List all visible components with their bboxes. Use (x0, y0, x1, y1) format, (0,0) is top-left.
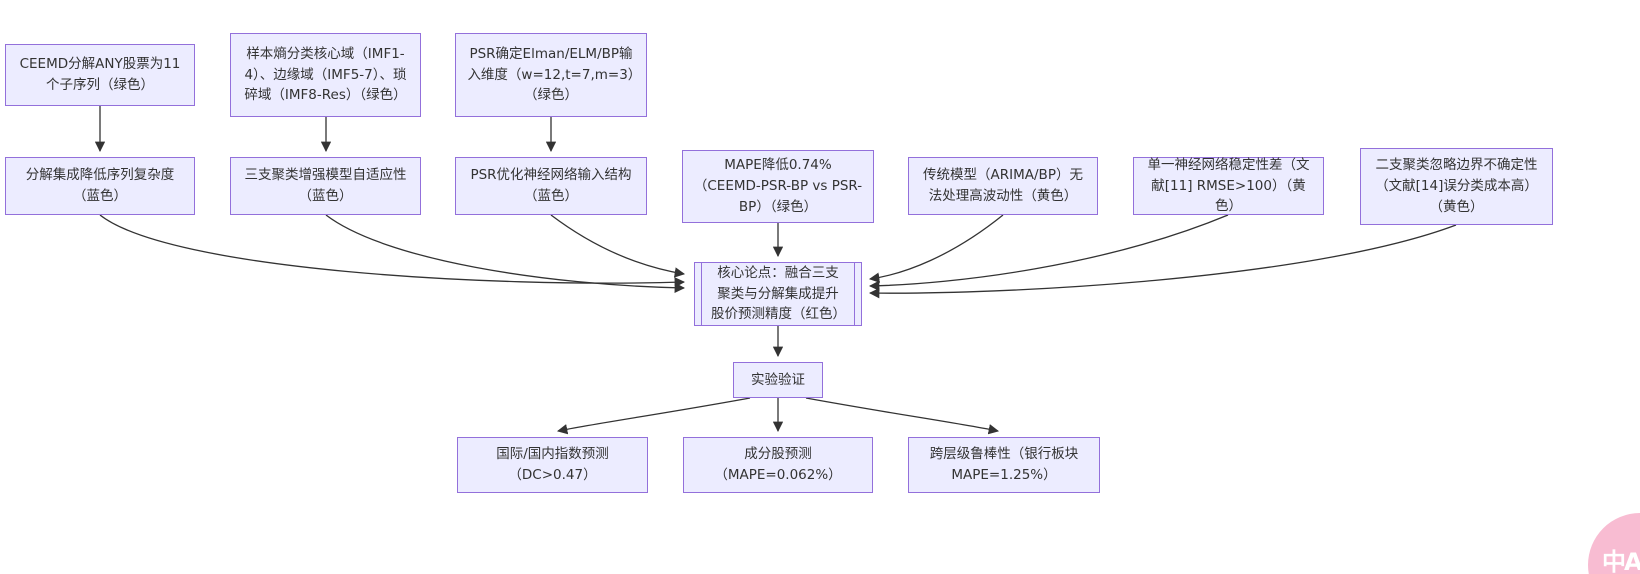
node-experiment: 实验验证 (733, 362, 823, 398)
edge-twoway-core (868, 224, 1457, 299)
node-decomp: 分解集成降低序列复杂度（蓝色） (5, 157, 195, 215)
node-component-pred: 成分股预测（MAPE=0.062%） (683, 437, 873, 493)
node-index-pred: 国际/国内指数预测（DC>0.47） (457, 437, 648, 493)
edge-experiment-robust (805, 397, 1000, 435)
edge-threeway-core (325, 214, 686, 293)
node-ceemd: CEEMD分解ANY股票为11个子序列（绿色） (5, 44, 195, 106)
edge-psropt-core (550, 214, 686, 278)
node-single-nn: 单一神经网络稳定性差（文献[11] RMSE>100）（黄色） (1133, 157, 1324, 215)
node-core-thesis: 核心论点：融合三支聚类与分解集成提升股价预测精度（红色） (694, 262, 862, 326)
edge-experiment-index (556, 397, 751, 435)
node-two-way: 二支聚类忽略边界不确定性（文献[14]误分类成本高）（黄色） (1360, 148, 1553, 225)
edge-singlenn-core (868, 214, 1229, 291)
node-psr-input: PSR确定Elman/ELM/BP输入维度（w=12,t=7,m=3）（绿色） (455, 33, 647, 117)
edge-decomp-core (99, 214, 686, 288)
node-mape-drop: MAPE降低0.74%（CEEMD-PSR-BP vs PSR-BP）（绿色） (682, 150, 874, 223)
translate-button[interactable]: 中A (1588, 513, 1640, 574)
node-psr-opt: PSR优化神经网络输入结构（蓝色） (455, 157, 647, 215)
edge-traditional-core (868, 214, 1004, 283)
node-three-way: 三支聚类增强模型自适应性（蓝色） (230, 157, 421, 215)
node-traditional: 传统模型（ARIMA/BP）无法处理高波动性（黄色） (908, 157, 1098, 215)
node-sample-entropy: 样本熵分类核心域（IMF1-4）、边缘域（IMF5-7）、琐碎域（IMF8-Re… (230, 33, 421, 117)
node-robustness: 跨层级鲁棒性（银行板块 MAPE=1.25%） (908, 437, 1100, 493)
translate-icon: 中A (1602, 547, 1640, 574)
